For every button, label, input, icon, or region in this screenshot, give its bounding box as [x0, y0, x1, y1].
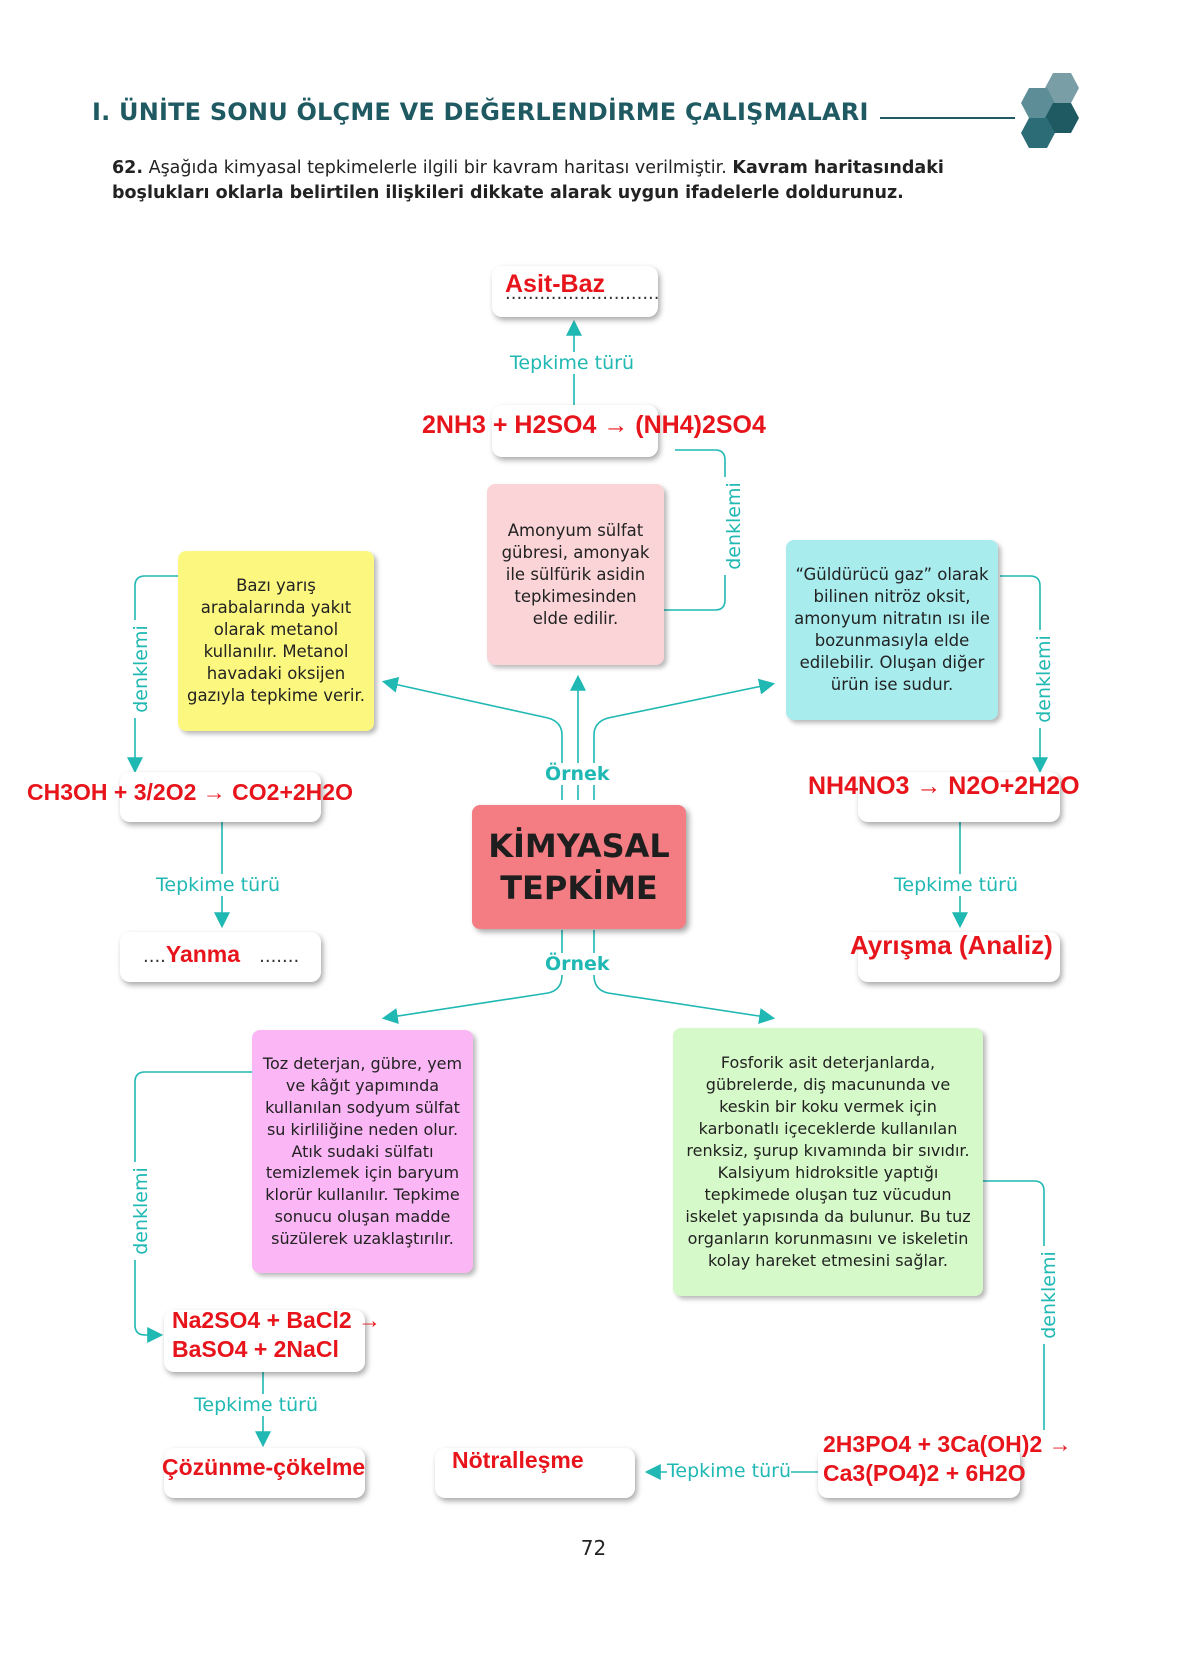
bottom-left-type-answer: Çözünme-çökelme — [162, 1454, 366, 1480]
top-eq-blank[interactable] — [492, 405, 658, 457]
bottom-right-eq-blank[interactable] — [818, 1448, 1020, 1498]
top-type-label: Tepkime türü — [510, 352, 634, 374]
right-eq-blank[interactable] — [858, 772, 1060, 822]
green-info-box: Fosforik asit deterjanlarda, gübrelerde,… — [673, 1028, 983, 1296]
top-type-blank[interactable] — [492, 266, 658, 317]
left-type-answer: Yanma — [165, 941, 241, 967]
ornek-label-top: Örnek — [542, 763, 613, 785]
left-relation-label: denklemi — [130, 620, 152, 718]
bottom-right-type-blank[interactable] — [435, 1448, 635, 1498]
yellow-info-box: Bazı yarış arabalarında yakıt olarak met… — [178, 551, 374, 731]
bottom-right-relation-label: denklemi — [1038, 1246, 1060, 1344]
bottom-left-type-label: Tepkime türü — [194, 1394, 318, 1416]
right-relation-label: denklemi — [1033, 630, 1055, 728]
bottom-left-relation-label: denklemi — [130, 1162, 152, 1260]
pink-info-box: Amonyum sülfat gübresi, amonyak ile sülf… — [487, 484, 664, 665]
question: 62. Aşağıda kimyasal tepkimelerle ilgili… — [112, 156, 1022, 206]
bottom-right-eq-line-2: Ca3(PO4)2 + 6H2O — [823, 1460, 1026, 1486]
left-type-dots-b: ....... — [259, 946, 300, 967]
bottom-left-eq-blank[interactable] — [164, 1310, 365, 1372]
question-number: 62. — [112, 158, 144, 178]
left-type-label: Tepkime türü — [156, 874, 280, 896]
center-concept: KİMYASAL TEPKİME — [472, 805, 686, 929]
title-rule — [880, 117, 1015, 119]
page-title: I. ÜNİTE SONU ÖLÇME VE DEĞERLENDİRME ÇAL… — [92, 98, 869, 126]
bottom-left-type-blank[interactable] — [164, 1448, 365, 1498]
right-eq-answer: NH4NO3 → N2O+2H2O — [808, 772, 1080, 800]
left-type-content: ....Yanma ....... — [143, 940, 299, 969]
question-text: Aşağıda kimyasal tepkimelerle ilgili bir… — [148, 158, 727, 178]
center-line-1: KİMYASAL — [488, 827, 670, 865]
bottom-right-type-answer: Nötralleşme — [452, 1447, 584, 1473]
page-number: 72 — [580, 1536, 607, 1560]
top-type-answer: Asit-Baz — [505, 270, 606, 298]
magenta-info-box: Toz deterjan, gübre, yem ve kâğıt yapımı… — [252, 1030, 473, 1273]
bottom-left-eq-line-1: Na2SO4 + BaCl2 → — [172, 1307, 382, 1333]
ornek-label-bottom: Örnek — [542, 953, 613, 975]
bottom-right-eq-line-1: 2H3PO4 + 3Ca(OH)2 → — [823, 1431, 1072, 1457]
left-type-blank[interactable] — [120, 932, 321, 982]
center-line-2: TEPKİME — [500, 869, 658, 907]
right-type-label: Tepkime türü — [894, 874, 1018, 896]
hexagon-logo-icon — [1021, 73, 1079, 148]
left-eq-answer: CH3OH + 3/2O2 → CO2+2H2O — [27, 779, 353, 805]
cyan-info-box: “Güldürücü gaz” olarak bilinen nitröz ok… — [786, 540, 998, 720]
question-instruction: Kavram haritasındaki boşlukları oklarla … — [112, 158, 944, 203]
top-eq-relation-label: denklemi — [723, 477, 745, 575]
bottom-left-eq-line-2: BaSO4 + 2NaCl — [172, 1336, 339, 1362]
top-eq-answer: 2NH3 + H2SO4 → (NH4)2SO4 — [422, 411, 766, 439]
left-eq-blank[interactable] — [120, 772, 321, 822]
left-type-dots-a: .... — [143, 946, 166, 967]
right-type-blank[interactable] — [858, 932, 1060, 982]
top-type-dots: ........................... — [505, 283, 660, 304]
right-type-answer: Ayrışma (Analiz) — [850, 930, 1053, 960]
bottom-right-type-label: Tepkime türü — [667, 1460, 791, 1482]
